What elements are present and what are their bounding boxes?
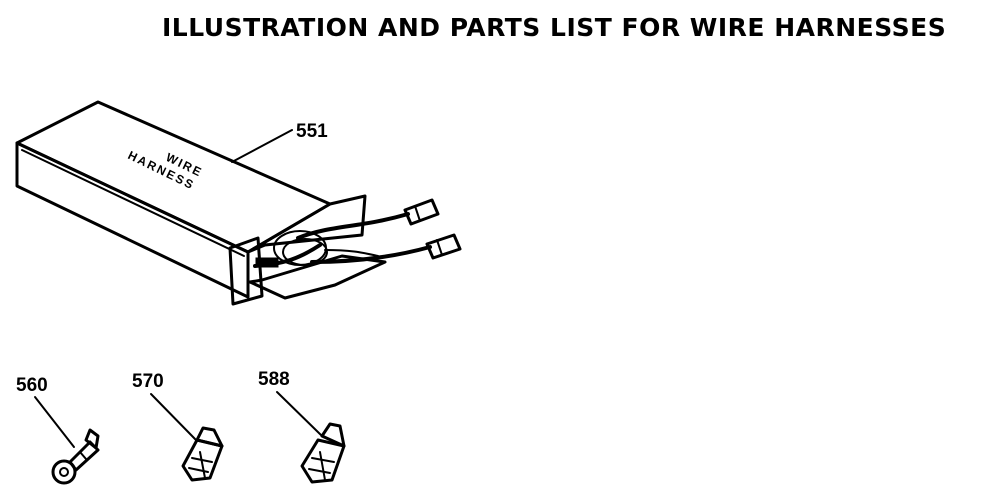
callout-551: 551 — [296, 121, 328, 142]
flag-terminal-top — [195, 426, 224, 448]
wire-sleeve — [255, 257, 279, 268]
box-front-face — [15, 141, 250, 299]
spade-terminal-blade — [320, 422, 346, 448]
upper-connector-crimp — [414, 205, 421, 222]
diagram-title: ILLUSTRATION AND PARTS LIST FOR WIRE HAR… — [162, 13, 946, 42]
wire-coil — [253, 212, 432, 268]
box-back-flap — [246, 194, 367, 254]
wire-lead — [324, 249, 379, 257]
spade-terminal-crimp-1 — [311, 457, 335, 463]
flag-terminal-body — [181, 438, 224, 482]
spade-terminal-seam — [319, 451, 326, 481]
callout-588-leader — [276, 391, 323, 437]
callout-588: 588 — [258, 369, 290, 390]
callout-570: 570 — [132, 371, 164, 392]
ring-terminal-hole — [59, 467, 69, 477]
flag-terminal-crimp-2 — [188, 467, 209, 473]
spade-terminal-body — [300, 438, 346, 484]
flag-terminal — [181, 426, 224, 482]
upper-connector-body — [403, 198, 440, 226]
box-side-flap — [228, 236, 264, 306]
callout-560-leader — [34, 396, 75, 448]
spade-terminal — [300, 422, 346, 484]
ring-terminal-eye — [51, 459, 77, 485]
callout-560: 560 — [16, 375, 48, 396]
ring-terminal — [51, 428, 100, 485]
box-front-edge — [21, 149, 245, 257]
flag-terminal-seam — [199, 451, 206, 479]
lower-connector-body — [425, 233, 462, 260]
lower-connector-crimp — [436, 239, 443, 256]
lower-wire-connector — [425, 233, 462, 260]
coil-loop-2 — [282, 238, 328, 266]
callout-551-leader — [231, 129, 293, 163]
callout-570-leader — [150, 393, 197, 441]
box-bottom-flap — [248, 254, 387, 300]
ring-terminal-barrel — [68, 440, 100, 472]
wire-harness-box: WIRE HARNESS — [15, 100, 462, 306]
ring-terminal-tabs — [84, 428, 100, 450]
wire-lower — [310, 245, 432, 264]
spade-terminal-crimp-2 — [308, 468, 331, 474]
ring-terminal-crimp — [79, 451, 87, 460]
wire-upper — [296, 212, 410, 240]
upper-wire-connector — [403, 198, 440, 226]
